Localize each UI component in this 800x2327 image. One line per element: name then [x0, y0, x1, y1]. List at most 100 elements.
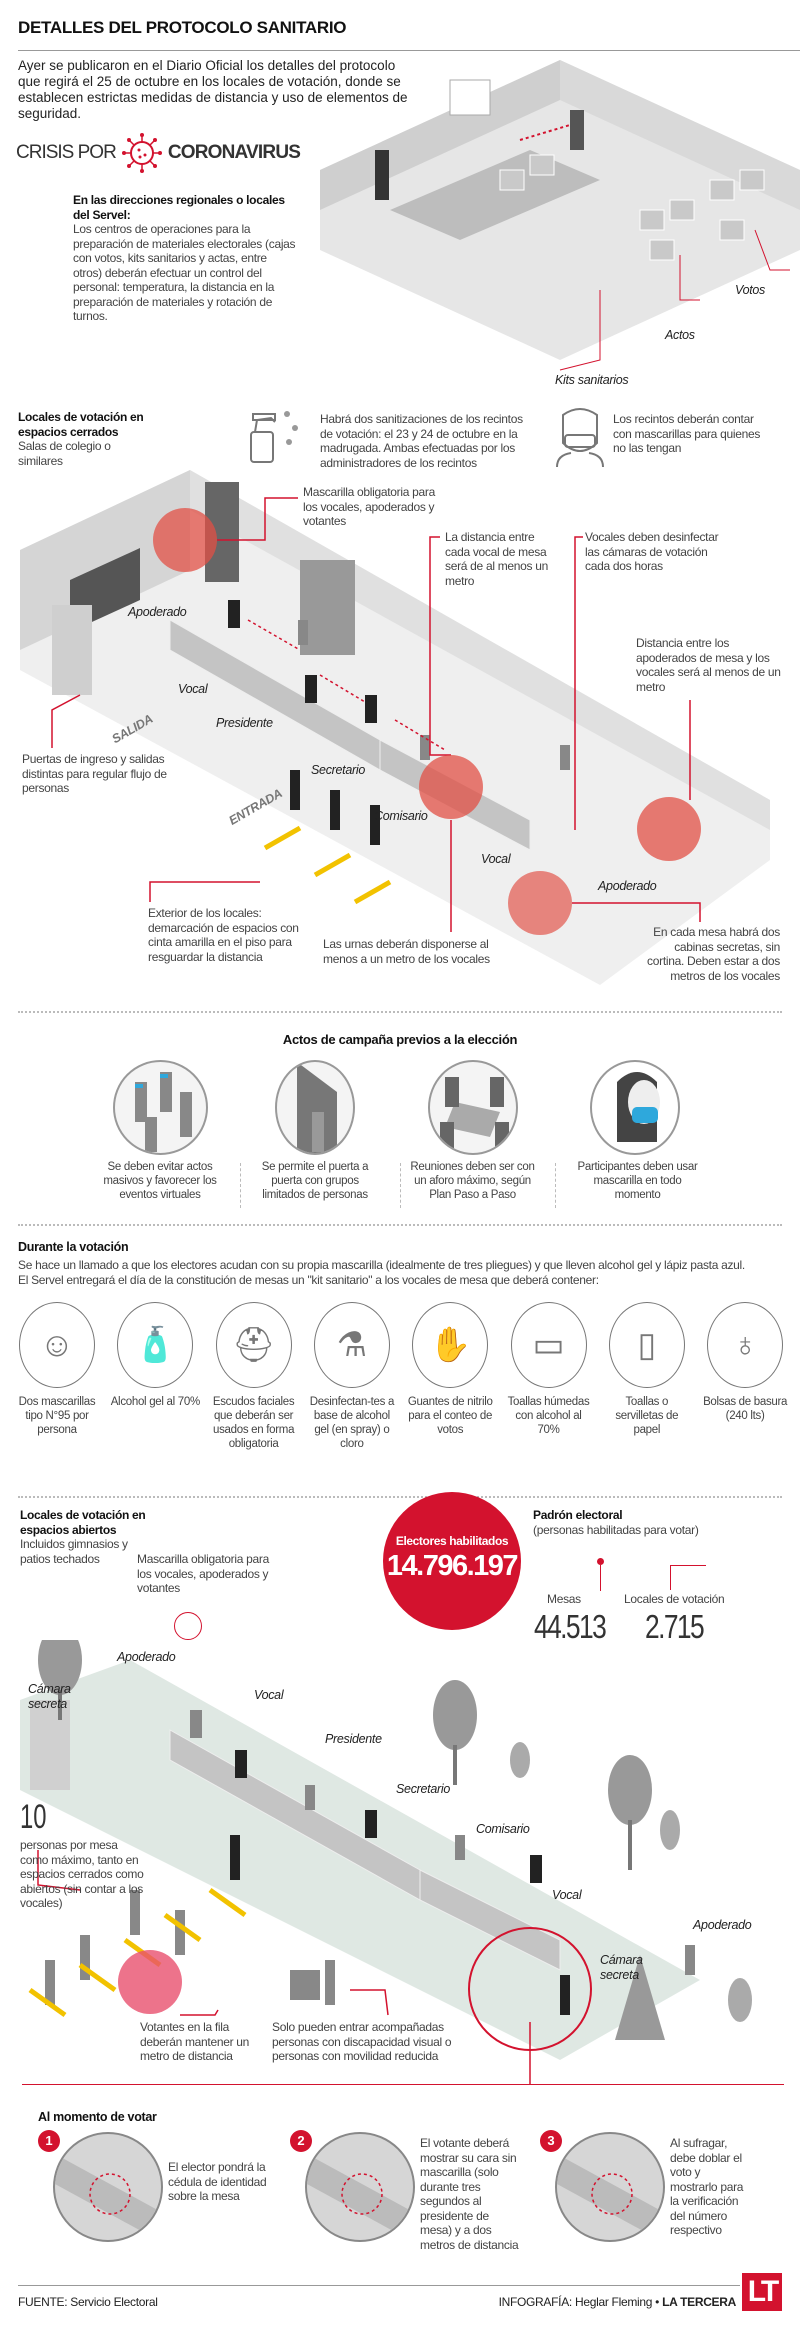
kit-item-label: Escudos faciales que deberán ser usados … [212, 1396, 295, 1450]
kit-item-label: Bolsas de basura (240 lts) [703, 1396, 788, 1422]
padron-heading: Padrón electoral [533, 1508, 623, 1522]
padron-block: Padrón electoral (personas habilitadas p… [533, 1508, 733, 1537]
step-illustration [555, 2132, 665, 2242]
mesas-value: 44.513 [534, 1608, 607, 1645]
role-presidente: Presidente [325, 1732, 382, 1746]
note-urnas: Las urnas deberán disponerse al menos a … [323, 937, 490, 966]
step-number: 3 [540, 2130, 562, 2152]
step-text: El votante deberá mostrar su cara sin ma… [420, 2136, 519, 2252]
vocal-highlight [468, 1927, 592, 2051]
separator [240, 1163, 241, 1208]
credit-author: INFOGRAFÍA: Heglar Fleming • [498, 2295, 663, 2309]
crisis-left: CRISIS POR [16, 142, 117, 163]
note-disinfect: Vocales deben desinfectar las cámaras de… [585, 530, 719, 573]
kit-item-label: Alcohol gel al 70% [110, 1396, 201, 1408]
red-divider [22, 2084, 784, 2085]
separator [400, 1163, 401, 1208]
campaign-item-3: Reuniones deben ser con un aforo máximo,… [410, 1161, 535, 1201]
divider [18, 1224, 782, 1226]
servel-note: En las direcciones regionales o locales … [73, 193, 298, 324]
note-doors: Puertas de ingreso y salidas distintas p… [22, 752, 167, 795]
open-mask-highlight [174, 1612, 202, 1640]
campaign-item-2: Se permite el puerta a puerta con grupos… [261, 1161, 369, 1201]
role-vocal-2: Vocal [481, 852, 511, 866]
electores-label: Electores habilitados [395, 1534, 509, 1548]
role-presidente: Presidente [216, 716, 273, 730]
note-distance: La distancia entre cada vocal de mesa se… [445, 530, 549, 588]
label-kits: Kits sanitarios [555, 373, 629, 387]
role-apoderado: Apoderado [128, 605, 187, 619]
campaign-item-4: Participantes deben usar mascarilla en t… [577, 1161, 698, 1201]
closed-heading: Locales de votación en espacios cerrados [18, 410, 144, 439]
role-vocal: Vocal [178, 682, 208, 696]
padron-sub: (personas habilitadas para votar) [533, 1522, 699, 1537]
divider [18, 1011, 782, 1013]
lt-logo: LT [742, 2273, 782, 2311]
locales-leader [670, 1565, 706, 1590]
wet-wipes-icon: ▭ [510, 1302, 587, 1388]
role-secretario: Secretario [311, 763, 365, 777]
title-rule [18, 50, 800, 51]
footer-source: FUENTE: Servicio Electoral [18, 2295, 158, 2309]
closed-room-illustration [20, 470, 770, 985]
sanitize-note: Habrá dos sanitizaciones de los recintos… [320, 412, 523, 470]
footer-credit: INFOGRAFÍA: Heglar Fleming • LA TERCERA [498, 2295, 737, 2310]
step-number: 1 [38, 2130, 60, 2152]
electores-badge: Electores habilitados 14.796.197 [383, 1492, 521, 1630]
spray-bottle-icon [250, 411, 298, 463]
voting-body: Se hace un llamado a que los electores a… [18, 1258, 745, 1287]
kit-item-label: Toallas húmedas con alcohol al 70% [507, 1396, 590, 1436]
footer-rule [18, 2285, 740, 2286]
intro-text: Ayer se publicaron en el Diario Oficial … [18, 58, 408, 121]
crowd-illustration [113, 1060, 208, 1155]
role-camara: Cámara secreta [28, 1682, 71, 1711]
role-comisario: Comisario [476, 1822, 530, 1836]
role-apoderado: Apoderado [117, 1650, 176, 1664]
servel-room-illustration [320, 60, 800, 371]
virus-icon [121, 133, 162, 173]
voting-heading: Durante la votación [18, 1240, 129, 1254]
max-number: 10 [20, 1798, 47, 1836]
role-apoderado-2: Apoderado [693, 1918, 752, 1932]
credit-brand: LA TERCERA [662, 2295, 736, 2309]
label-actos: Actos [665, 328, 695, 342]
face-shield-icon: ⛑ [215, 1302, 292, 1388]
open-sub: Incluidos gimnasios y patios techados [20, 1537, 128, 1566]
closed-heading-block: Locales de votación en espacios cerrados… [18, 410, 148, 468]
cabin-highlight [508, 871, 572, 935]
steps-heading: Al momento de votar [38, 2110, 157, 2124]
note-mask: Mascarilla obligatoria para los vocales,… [303, 485, 435, 528]
role-comisario: Comisario [374, 809, 428, 823]
apoderado-highlight [637, 797, 701, 861]
locales-label: Locales de votación [624, 1592, 725, 1606]
note-cabinas: En cada mesa habrá dos cabinas secretas,… [647, 925, 780, 983]
masks-note: Los recintos deberán contar con mascaril… [613, 412, 761, 455]
step-text: Al sufragar, debe doblar el voto y mostr… [670, 2136, 744, 2237]
face-mask-icon: ☺ [19, 1302, 95, 1388]
max-text: personas por mesa como máximo, tanto en … [20, 1838, 144, 1910]
queue-highlight [118, 1950, 182, 2014]
electores-value: 14.796.197 [386, 1550, 519, 1582]
mesas-marker [597, 1558, 604, 1565]
kit-item-label: Toallas o servilletas de papel [615, 1396, 679, 1436]
urn-highlight [419, 755, 483, 819]
spray-bottle-icon: ⚗ [313, 1302, 390, 1388]
servel-body: Los centros de operaciones para la prepa… [73, 222, 296, 323]
mask-participant-illustration [590, 1060, 680, 1155]
kit-item-label: Dos mascarillas tipo N°95 por persona [18, 1396, 96, 1436]
role-apoderado-2: Apoderado [598, 879, 657, 893]
face-mask-icon [556, 408, 604, 467]
kit-item-label: Desinfectan-tes a base de alcohol gel (e… [309, 1396, 395, 1450]
page-title: DETALLES DEL PROTOCOLO SANITARIO [18, 18, 347, 37]
servel-heading: En las direcciones regionales o locales … [73, 193, 285, 222]
crisis-logo: CRISIS POR CORONAVIRUS [16, 133, 301, 173]
trash-bag-icon: ♁ [707, 1302, 784, 1388]
campaign-heading: Actos de campaña previos a la elección [282, 1032, 518, 1047]
open-mask-note: Mascarilla obligatoria para los vocales,… [137, 1552, 269, 1595]
role-camara-2: Cámara secreta [600, 1953, 643, 1982]
open-heading-block: Locales de votación en espacios abiertos… [20, 1508, 150, 1566]
door-illustration [275, 1060, 355, 1155]
separator [555, 1163, 556, 1208]
meeting-illustration [428, 1060, 518, 1155]
closed-sub: Salas de colegio o similares [18, 439, 111, 468]
